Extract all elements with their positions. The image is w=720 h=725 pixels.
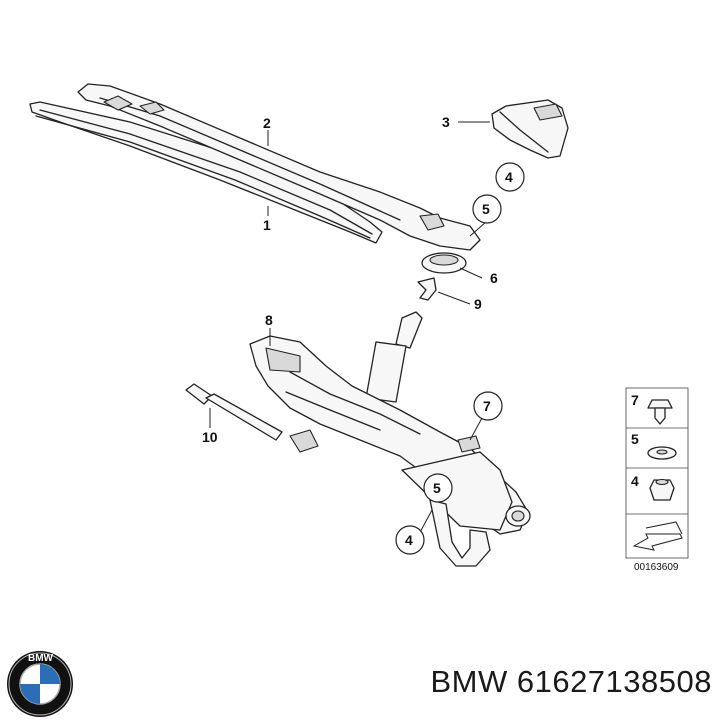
callout-5-bottom: 5 — [433, 480, 441, 496]
callout-7-circle — [473, 391, 503, 421]
nut-icon — [649, 478, 675, 501]
bolt-icon — [647, 399, 673, 425]
callout-4-circle — [495, 162, 525, 192]
legend-number-5: 5 — [631, 431, 639, 447]
callout-6: 6 — [490, 270, 498, 286]
callout-5-circle — [472, 194, 502, 224]
hardware-legend: 7 5 4 00163609 — [625, 387, 689, 573]
wiper-motor-assembly-part-8 — [249, 311, 531, 567]
callout-4-top: 4 — [505, 169, 513, 185]
callout-1: 1 — [263, 217, 271, 233]
callout-2: 2 — [263, 115, 271, 131]
callout-3: 3 — [442, 114, 450, 130]
bmw-logo: BMW — [6, 650, 74, 718]
seal-part-6 — [421, 252, 467, 274]
tube-part-10 — [185, 383, 283, 441]
callout-9: 9 — [474, 296, 482, 312]
drawing-code: 00163609 — [634, 562, 679, 573]
wiper-blade-part-1 — [29, 101, 383, 244]
callout-4-bottom: 4 — [405, 532, 413, 548]
cover-cap-part-3 — [491, 99, 569, 159]
legend-number-7: 7 — [631, 392, 639, 408]
callout-7: 7 — [483, 398, 491, 414]
arrow-indicator-icon — [632, 521, 683, 551]
legend-number-4: 4 — [631, 473, 639, 489]
callout-5-top: 5 — [482, 201, 490, 217]
callout-8: 8 — [265, 312, 273, 328]
wiper-arm-part-2 — [77, 83, 481, 251]
callout-5b-circle — [423, 473, 453, 503]
part-number-caption: BMW 61627138508 — [430, 664, 712, 699]
callout-4b-circle — [395, 525, 425, 555]
callout-10: 10 — [202, 429, 218, 445]
clip-part-9 — [417, 277, 437, 301]
svg-text:BMW: BMW — [28, 653, 54, 664]
washer-icon — [647, 446, 677, 460]
